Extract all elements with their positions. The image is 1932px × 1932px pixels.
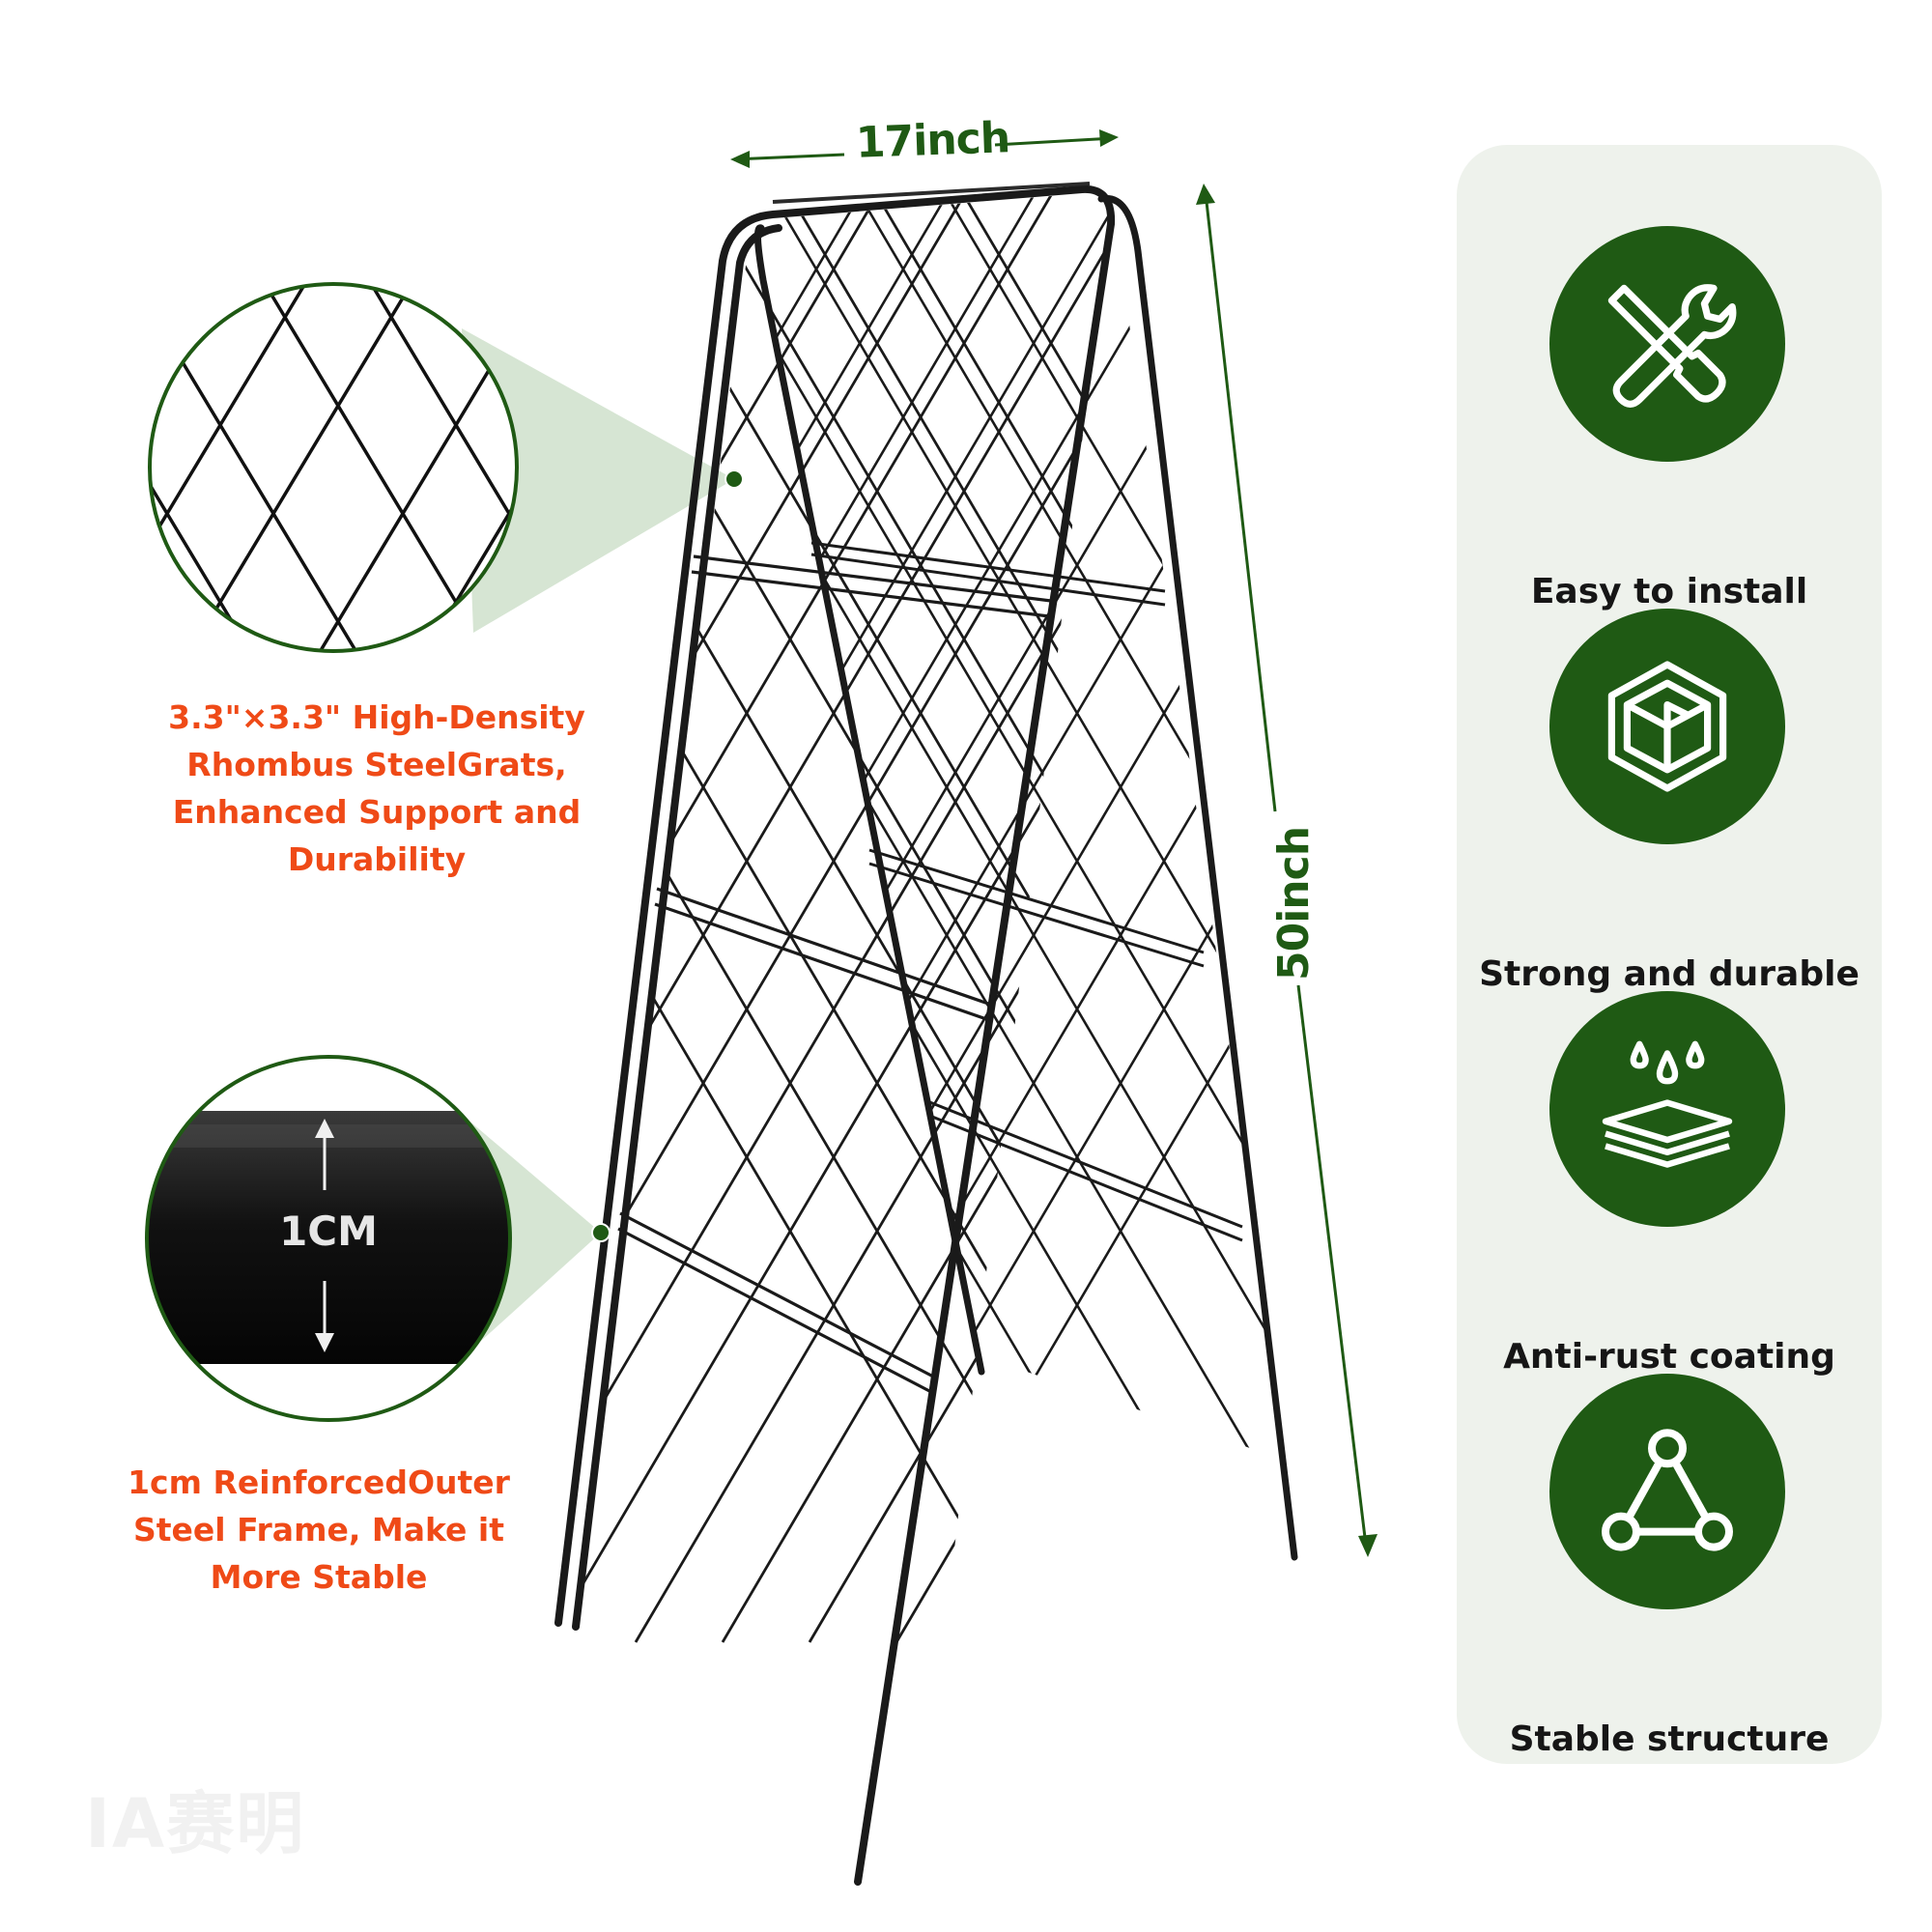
watermark: IA赛明 — [85, 1784, 306, 1863]
height-label: 50inch — [1269, 826, 1320, 981]
mesh-callout-text: 3.3"×3.3" High-Density Rhombus SteelGrat… — [168, 698, 585, 878]
height-dimension-arrow — [1196, 184, 1378, 1557]
feature-label: Anti-rust coating — [1503, 1337, 1835, 1377]
feature-label: Easy to install — [1530, 572, 1808, 611]
tube-callout-dot — [591, 1223, 611, 1242]
tools-icon — [1549, 226, 1785, 462]
tube-closeup-circle — [145, 1055, 512, 1422]
feature-label: Strong and durable — [1479, 954, 1860, 994]
tube-thickness-label: 1CM — [279, 1208, 378, 1255]
mesh-callout-dot — [724, 469, 744, 489]
frame-callout-text: 1cm ReinforcedOuter Steel Frame, Make it… — [128, 1463, 510, 1596]
feature-label: Stable structure — [1509, 1719, 1830, 1759]
cube-icon — [1549, 609, 1785, 844]
features-panel: Easy to install Strong and durable — [1457, 145, 1882, 1764]
mesh-callout-beam — [462, 328, 734, 633]
width-label: 17inch — [855, 113, 1010, 168]
triangle-nodes-icon — [1549, 1374, 1785, 1609]
waterproof-layers-icon — [1549, 991, 1785, 1227]
width-dimension-arrow — [730, 129, 1119, 168]
mesh-closeup-circle — [148, 282, 519, 653]
